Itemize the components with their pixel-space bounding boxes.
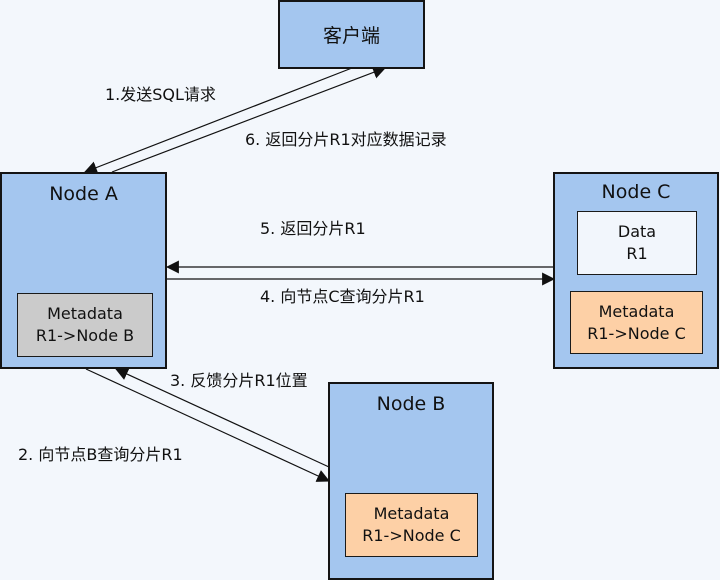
metadata-line1: Metadata [598, 301, 675, 321]
step-1-label: 1.发送SQL请求 [105, 85, 216, 104]
node-a-box[interactable]: Node A Metadata R1->Node B [0, 172, 167, 369]
step-5-label: 5. 返回分片R1 [260, 219, 366, 238]
metadata-line2: R1->Node C [587, 323, 686, 343]
metadata-line1: Metadata [47, 304, 123, 323]
arrow-step-3 [115, 368, 330, 468]
node-b-metadata: Metadata R1->Node C [345, 493, 478, 557]
metadata-line2: R1->Node C [362, 526, 461, 545]
step-2-label: 2. 向节点B查询分片R1 [18, 445, 183, 464]
node-a-title: Node A [49, 183, 118, 205]
arrow-step-2 [85, 368, 330, 482]
step-3-label: 3. 反馈分片R1位置 [170, 371, 308, 390]
arrow-step-6 [83, 67, 353, 174]
metadata-line1: Metadata [373, 504, 450, 523]
client-label: 客户端 [322, 25, 380, 47]
node-b-title: Node B [376, 393, 446, 415]
node-b-box[interactable]: Node B Metadata R1->Node C [328, 382, 494, 580]
node-a-metadata: Metadata R1->Node B [17, 293, 153, 357]
node-c-title: Node C [601, 181, 671, 203]
node-c-data: Data R1 [577, 211, 697, 275]
step-6-label: 6. 返回分片R1对应数据记录 [245, 130, 447, 149]
node-c-metadata: Metadata R1->Node C [570, 291, 703, 354]
data-line1: Data [617, 222, 657, 241]
client-box[interactable]: 客户端 [278, 0, 425, 69]
data-line2: R1 [626, 244, 648, 263]
metadata-line2: R1->Node B [35, 326, 135, 345]
arrow-step-1 [111, 66, 387, 173]
step-4-label: 4. 向节点C查询分片R1 [260, 287, 425, 306]
node-c-box[interactable]: Node C Data R1 Metadata R1->Node C [553, 172, 719, 369]
